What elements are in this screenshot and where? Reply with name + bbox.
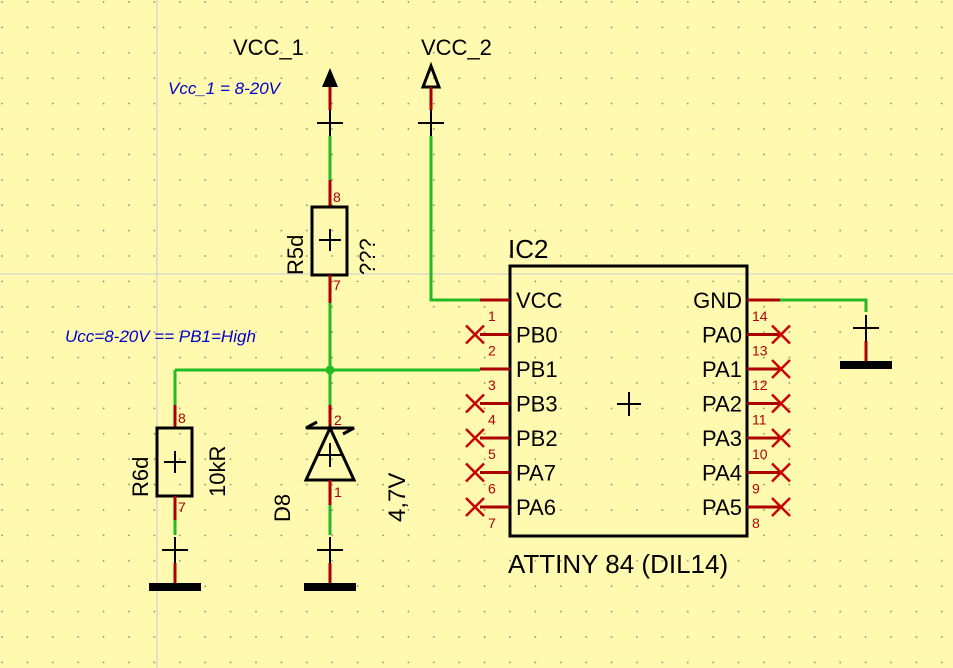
no-connect-icon	[771, 462, 791, 483]
r5d-resistor[interactable]: 8 7 R5d ???	[283, 180, 380, 303]
wire-gnd-net	[780, 298, 868, 312]
ic2-pin-number: 10	[752, 446, 768, 462]
no-connect-icon	[771, 497, 791, 517]
ic2-pin-name: PB1	[516, 357, 558, 382]
vcc2-label: VCC_2	[421, 35, 492, 60]
ic2-pin-pa1[interactable]: 12 PA1	[702, 357, 791, 393]
ic2-pin-name: GND	[693, 288, 742, 313]
gnd-supply-symbol	[840, 315, 892, 369]
ic2-pin-name: PA0	[702, 323, 742, 348]
ic2-pin-pa6[interactable]: 7 PA6	[465, 495, 556, 531]
junction-dot	[325, 365, 335, 375]
ic2-pin-name: PB2	[516, 426, 558, 451]
ic2-pin-pb2[interactable]: 5 PB2	[465, 426, 558, 462]
ic2-pin-number: 3	[488, 377, 496, 393]
ic2-attiny84[interactable]: IC2 ATTINY 84 (DIL14) 1VCC2PB03PB14PB35P…	[465, 234, 791, 579]
no-connect-icon	[465, 428, 485, 448]
vcc1-label: VCC_1	[233, 35, 304, 60]
ic2-pin-name: PB3	[516, 392, 558, 417]
wire-vcc2-ic	[429, 136, 480, 302]
ic2-pin-number: 9	[752, 481, 760, 497]
ic2-pin-number: 5	[488, 446, 496, 462]
r6d-pin-top: 8	[178, 410, 186, 426]
no-connect-icon	[771, 428, 791, 448]
r6d-pin-bottom: 7	[178, 499, 186, 515]
ic2-pin-vcc[interactable]: 1 VCC	[480, 288, 563, 324]
vcc1-supply[interactable]: VCC_1	[233, 35, 343, 136]
ic2-pin-name: PA5	[702, 495, 742, 520]
ic2-pin-number: 8	[752, 515, 760, 531]
ic2-pin-name: PA3	[702, 426, 742, 451]
no-connect-icon	[465, 324, 485, 345]
no-connect-icon	[771, 359, 791, 379]
r5d-pin-bottom: 7	[333, 277, 341, 293]
ic2-pin-pb1[interactable]: 3 PB1	[480, 357, 558, 393]
vcc1-arrow-icon	[322, 68, 338, 87]
r5d-pin-top: 8	[333, 189, 341, 205]
ic2-ref: IC2	[508, 234, 548, 264]
ic2-pin-pa0[interactable]: 13 PA0	[702, 323, 791, 359]
ic2-pin-number: 12	[752, 377, 768, 393]
d8-ref: D8	[270, 494, 295, 522]
d8-pin-top: 2	[334, 412, 342, 428]
vcc2-supply[interactable]: VCC_2	[418, 35, 492, 136]
ic2-right-pins: 14 GND 13 PA0 12 PA1 11 PA2 10 PA3 9 PA4 8 PA5	[693, 288, 791, 531]
ic2-pin-pa7[interactable]: 6 PA7	[465, 461, 556, 497]
ic2-pin-pb0[interactable]: 2 PB0	[465, 323, 558, 359]
ic2-part: ATTINY 84 (DIL14)	[508, 549, 728, 579]
r5d-ref: R5d	[283, 235, 308, 275]
ic2-pin-name: PB0	[516, 323, 558, 348]
ic2-pin-name: PA1	[702, 357, 742, 382]
r6d-ref: R6d	[128, 457, 153, 497]
ground-icon	[149, 583, 201, 591]
d8-ground-symbol	[304, 537, 356, 591]
r6d-resistor[interactable]: 8 7 R6d 10kR	[128, 405, 230, 520]
no-connect-icon	[465, 497, 485, 517]
ic2-pin-number: 13	[752, 343, 768, 359]
d8-pin-bottom: 1	[334, 484, 342, 500]
r6d-ground-symbol	[149, 537, 201, 591]
no-connect-icon	[465, 462, 485, 483]
ic2-pin-gnd[interactable]: 14 GND	[693, 288, 780, 324]
vcc1-range-note: Vcc_1 = 8-20V	[168, 79, 282, 98]
r5d-value: ???	[355, 238, 380, 275]
no-connect-icon	[465, 393, 485, 414]
d8-value: 4,7V	[384, 473, 411, 522]
ic2-pin-name: PA2	[702, 392, 742, 417]
ic2-pin-number: 11	[752, 412, 767, 428]
ic2-pin-number: 14	[752, 308, 768, 324]
r6d-value: 10kR	[205, 446, 230, 497]
ic2-pin-pa4[interactable]: 9 PA4	[702, 461, 791, 497]
ic2-pin-number: 1	[488, 308, 496, 324]
ic2-pin-name: PA7	[516, 461, 556, 486]
ground-icon	[840, 361, 892, 369]
ucc-rule-note: Ucc=8-20V == PB1=High	[65, 327, 256, 346]
ic2-pin-number: 4	[488, 412, 496, 428]
ic2-pin-number: 7	[488, 515, 496, 531]
ic2-pin-pa5[interactable]: 8 PA5	[702, 495, 791, 531]
ic2-left-pins: 1 VCC 2 PB0 3 PB1 4 PB3 5 PB2 6 PA7 7 PA6	[465, 288, 563, 531]
ic2-pin-number: 2	[488, 343, 496, 359]
ic2-body[interactable]	[508, 264, 749, 538]
no-connect-icon	[771, 324, 791, 345]
ic2-pin-pa2[interactable]: 11 PA2	[702, 392, 791, 428]
d8-zener-diode[interactable]: 2 1 D8 4,7V	[270, 405, 411, 522]
ic2-pin-pb3[interactable]: 4 PB3	[465, 392, 558, 428]
ic2-pin-number: 6	[488, 481, 496, 497]
ground-icon	[304, 583, 356, 591]
ic2-pin-name: PA4	[702, 461, 742, 486]
no-connect-icon	[771, 393, 791, 414]
ic2-pin-pa3[interactable]: 10 PA3	[702, 426, 791, 462]
ic2-pin-name: VCC	[516, 288, 563, 313]
ic2-pin-name: PA6	[516, 495, 556, 520]
